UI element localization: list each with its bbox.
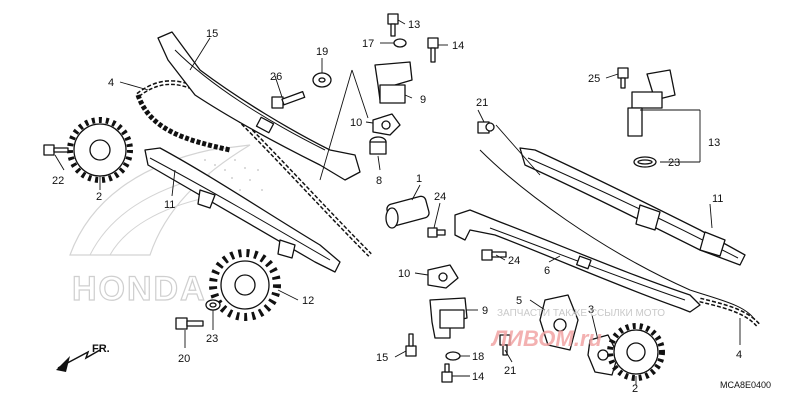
callout-9-lower: 9	[482, 305, 488, 317]
callout-4-right: 4	[736, 349, 742, 361]
callout-8: 8	[376, 175, 382, 187]
front-direction-arrow: FR.	[56, 343, 110, 372]
callout-9-upper: 9	[420, 94, 426, 106]
cam-sensor-13	[627, 69, 676, 137]
honda-logo-text: HONDA	[72, 270, 207, 308]
tensioner-lifter-upper	[374, 61, 413, 104]
callout-1: 1	[416, 173, 422, 185]
callout-14-upper: 13	[408, 19, 420, 31]
callout-21-upper: 17	[362, 38, 374, 50]
callout-13: 13	[708, 137, 720, 149]
callout-16: 20	[178, 353, 190, 365]
o-ring-23	[633, 156, 657, 168]
callout-11-right: 11	[712, 193, 723, 205]
diagram-code: MCA8E0400	[720, 380, 771, 390]
callout-2-left: 2	[96, 191, 102, 203]
honda-wing-logo: HONDA	[69, 144, 251, 309]
idler-shaft-1	[385, 195, 430, 229]
leader-lines	[54, 19, 741, 385]
guide-roller	[209, 249, 281, 321]
callout-17: 21	[476, 97, 488, 109]
callout-23: 23	[668, 157, 680, 169]
tensioner-lifter-lower	[429, 297, 468, 339]
washer-20	[205, 299, 221, 311]
bolt-16	[175, 317, 204, 330]
tensioner-arm-left	[157, 31, 361, 181]
callout-12: 12	[302, 295, 314, 307]
front-marker: FR.	[92, 343, 110, 355]
washer-21-upper	[393, 38, 407, 48]
bolt-19	[43, 144, 69, 156]
callout-21-lower: 18	[472, 351, 484, 363]
callout-26: 26	[270, 71, 282, 83]
chain-guide-left	[144, 147, 341, 273]
cam-sprocket-left	[67, 117, 133, 183]
sealing-plug-8	[369, 136, 387, 155]
washer-21-lower	[445, 351, 461, 361]
bolt-15-upper	[427, 37, 439, 63]
cam-sprocket-right	[607, 323, 665, 381]
bolt-25	[617, 67, 629, 89]
callout-19: 22	[52, 175, 64, 187]
callout-14-lower: 14	[472, 371, 484, 383]
callout-22: 19	[316, 46, 328, 58]
sprocket-plate-5	[539, 294, 579, 351]
bolt-14-upper	[387, 13, 399, 37]
callout-labels: 15 4 2 22 11 26 19 13 17 14 9 10 8 1 24 …	[52, 19, 742, 395]
callout-24-upper: 24	[434, 191, 446, 203]
bolt-14-lower	[441, 363, 453, 383]
callout-15-lower: 15	[376, 352, 388, 364]
callout-15-upper: 14	[452, 40, 464, 52]
chain-guide-right	[519, 147, 746, 266]
bolt-15-lower	[405, 333, 417, 357]
gasket-10-upper	[372, 113, 401, 136]
washer-3	[587, 334, 619, 376]
callout-5: 5	[516, 295, 522, 307]
callout-2-right: 2	[632, 383, 638, 395]
callout-3: 3	[588, 304, 594, 316]
callout-25: 25	[588, 73, 600, 85]
callout-4-left: 4	[108, 77, 114, 89]
tensioner-arm-right	[454, 209, 701, 313]
callout-10-lower: 10	[398, 268, 410, 280]
bolt-26	[271, 91, 306, 109]
watermark: ЗАПЧАСТИ ТАКЖЕ ССЫЛКИ МОТО ЛИВОМ.ru	[490, 308, 665, 351]
watermark-brand: ЛИВОМ.ru	[490, 326, 602, 351]
callout-10-upper: 10	[350, 117, 362, 129]
watermark-text: ЗАПЧАСТИ ТАКЖЕ ССЫЛКИ МОТО	[497, 308, 665, 319]
gasket-10-lower	[427, 264, 459, 289]
bolt-17	[477, 121, 495, 134]
callout-11-left: 11	[164, 199, 175, 211]
callout-20: 23	[206, 333, 218, 345]
callout-7: 15	[206, 28, 218, 40]
bolt-24-upper	[427, 227, 446, 238]
callout-18: 21	[504, 365, 516, 377]
callout-24-lower: 24	[508, 255, 520, 267]
washer-22	[312, 72, 332, 88]
callout-6: 6	[544, 265, 550, 277]
cam-chain-right	[479, 149, 760, 327]
